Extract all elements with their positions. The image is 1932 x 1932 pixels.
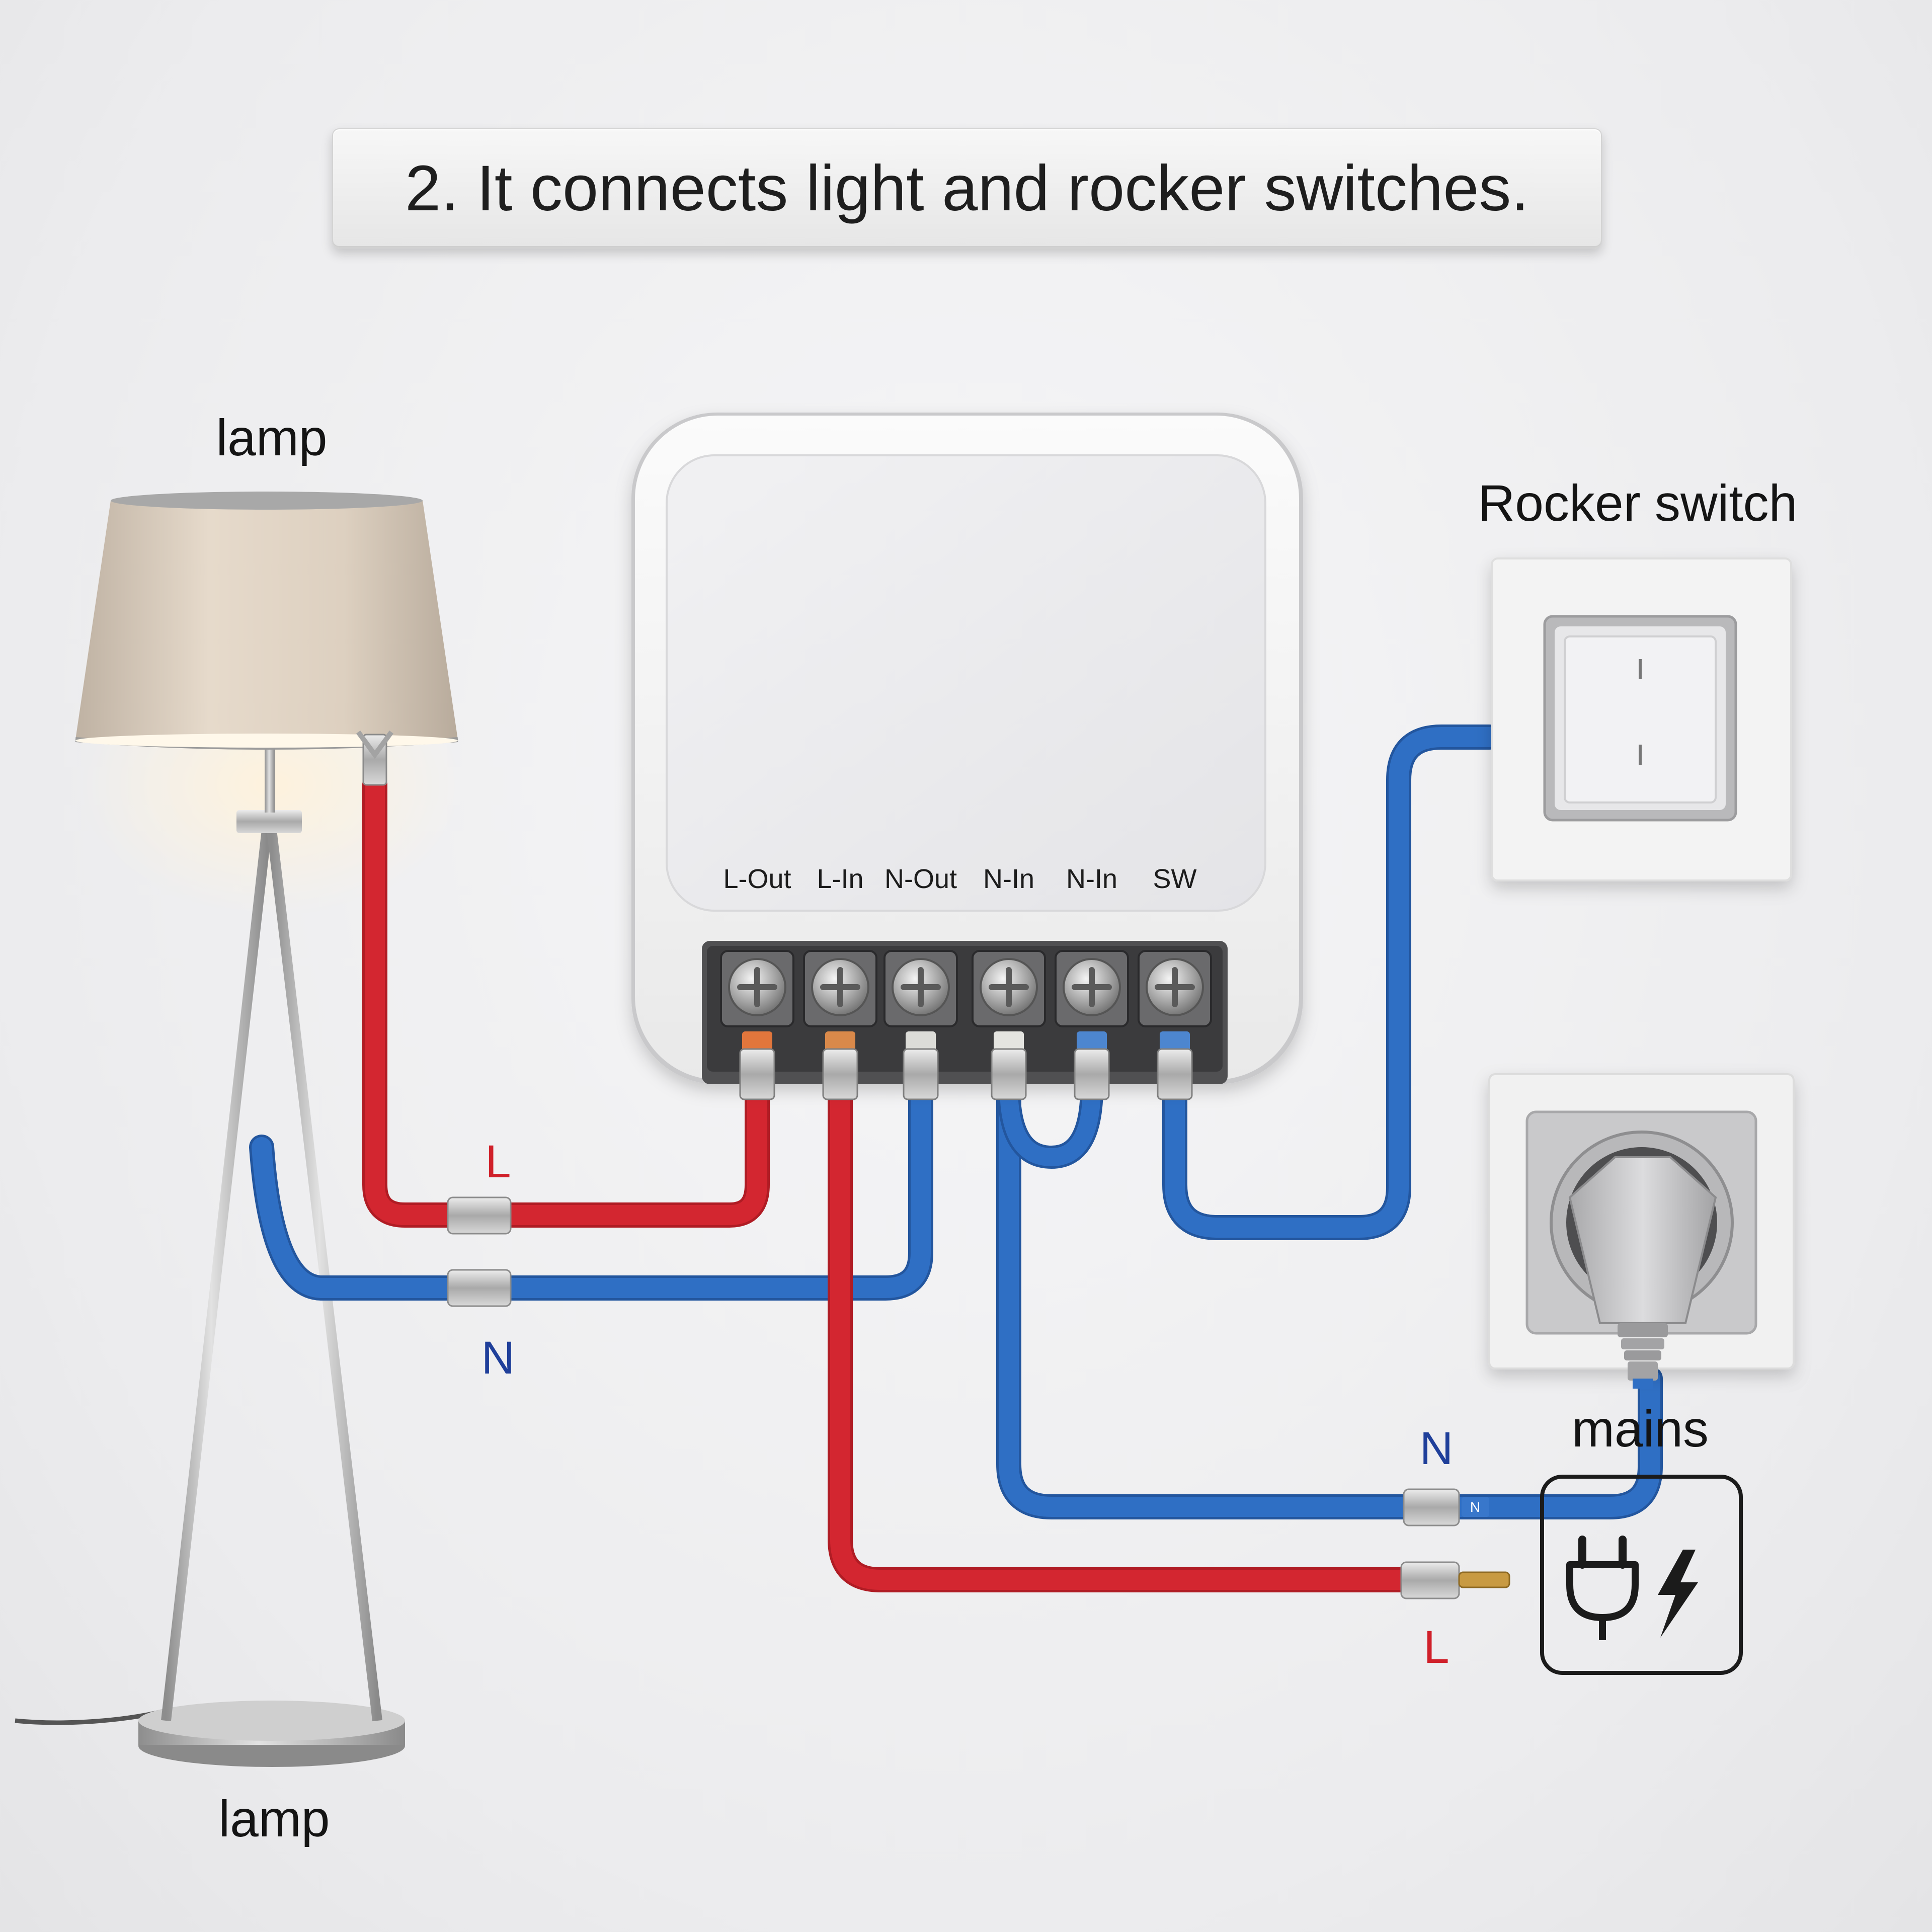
label-lamp-top: lamp bbox=[216, 409, 327, 466]
screw-slot-icon bbox=[820, 967, 860, 1007]
screw-slot-icon bbox=[1155, 967, 1195, 1007]
wire-marker-labels: L N N L N bbox=[481, 1136, 1480, 1673]
mains-plug bbox=[1568, 1156, 1717, 1381]
terminal-ferrule bbox=[739, 1048, 775, 1100]
marker-lamp-neutral: N bbox=[481, 1332, 515, 1384]
terminal-ferrule bbox=[991, 1048, 1027, 1100]
lamp-cord-clip bbox=[356, 731, 394, 786]
marker-mains-neutral: N bbox=[1420, 1423, 1453, 1474]
terminal-label: L-In bbox=[817, 864, 863, 894]
floor-lamp-icon bbox=[15, 492, 463, 1767]
label-lamp-bottom: lamp bbox=[218, 1790, 330, 1847]
wire-sleeve bbox=[1160, 1031, 1190, 1052]
marker-mains-neutral-tag: N bbox=[1470, 1499, 1480, 1515]
wire-sleeves bbox=[447, 1196, 1510, 1599]
rocker-switch-icon[interactable] bbox=[1491, 557, 1792, 881]
labels: lamp lamp Rocker switch mains bbox=[216, 409, 1797, 1847]
terminal-label: N-In bbox=[983, 864, 1034, 894]
wire-sleeve bbox=[742, 1031, 772, 1052]
terminal-ferrule bbox=[1157, 1048, 1193, 1100]
terminal-label: N-In bbox=[1066, 864, 1117, 894]
wire-sleeve bbox=[1077, 1031, 1107, 1052]
screw-slot-icon bbox=[737, 967, 777, 1007]
label-rocker-switch: Rocker switch bbox=[1478, 474, 1798, 532]
wire-sleeve bbox=[825, 1031, 855, 1052]
terminal-label: N-Out bbox=[884, 864, 957, 894]
marker-mains-live: L bbox=[1423, 1622, 1449, 1673]
label-mains: mains bbox=[1572, 1400, 1709, 1458]
wire-lamp-neutral bbox=[249, 1069, 933, 1301]
screw-slot-icon bbox=[989, 967, 1029, 1007]
plug-lightning-icon bbox=[1540, 1475, 1743, 1675]
wire-sleeve bbox=[994, 1031, 1024, 1052]
wire-sleeve bbox=[906, 1031, 936, 1052]
terminals: L-Out L-In N-Out N-In N-In SW bbox=[720, 864, 1212, 1100]
page-title: 2. It connects light and rocker switches… bbox=[405, 152, 1529, 224]
title-plate: 2. It connects light and rocker switches… bbox=[332, 128, 1602, 249]
screw-slot-icon bbox=[1072, 967, 1112, 1007]
wires bbox=[249, 725, 1663, 1592]
terminal-ferrule bbox=[1074, 1048, 1110, 1100]
screw-slot-icon bbox=[901, 967, 941, 1007]
marker-lamp-live: L bbox=[485, 1136, 511, 1187]
terminal-ferrule bbox=[903, 1048, 939, 1100]
device-face-panel bbox=[666, 454, 1266, 912]
terminal-label: L-Out bbox=[723, 864, 791, 894]
terminal-label: SW bbox=[1153, 864, 1197, 894]
terminal-ferrule bbox=[822, 1048, 858, 1100]
